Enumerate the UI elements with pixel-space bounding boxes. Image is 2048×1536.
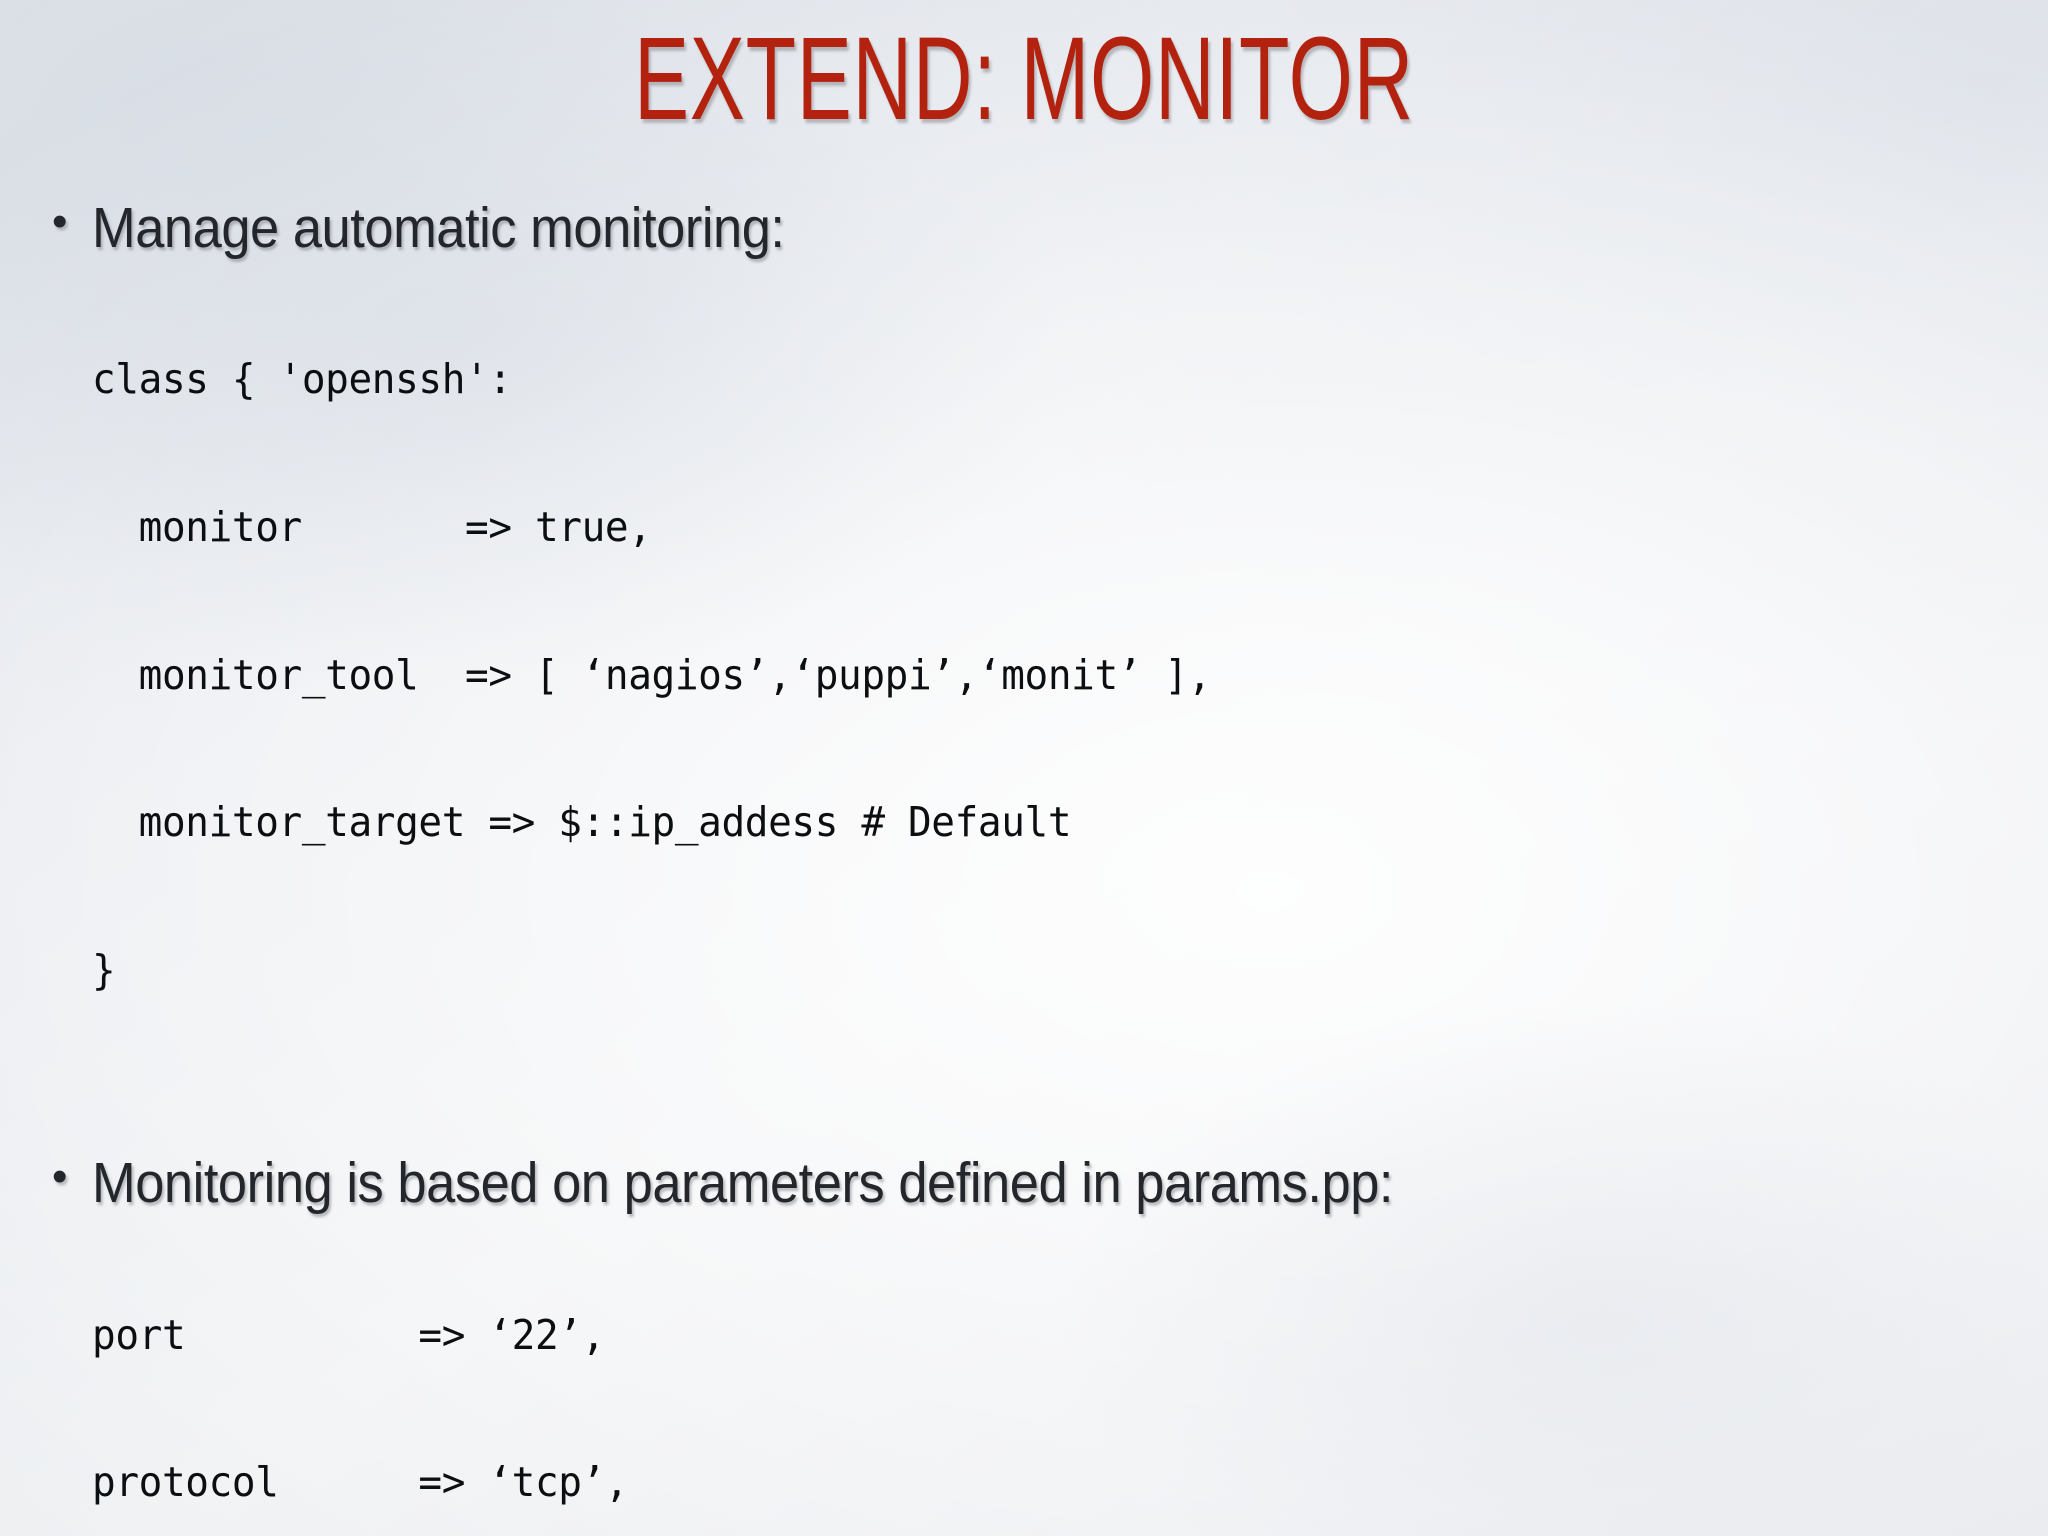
bullet-block-manage-monitoring: • Manage automatic monitoring: class { '… [52, 200, 2012, 1093]
spacer [52, 1093, 2012, 1155]
code-block-params-pp: port => ‘22’, protocol => ‘tcp’, service… [92, 1212, 1935, 1536]
code-block-openssh-class: class { 'openssh': monitor => true, moni… [92, 257, 1935, 1093]
bullet-label: Monitoring is based on parameters define… [92, 1151, 1394, 1216]
slide-body: • Manage automatic monitoring: class { '… [52, 200, 2012, 1536]
bullet-dot-icon: • [52, 197, 67, 246]
code-line: } [92, 945, 116, 994]
bullet-dot-icon: • [52, 1152, 67, 1202]
bullet-block-params: • Monitoring is based on parameters defi… [52, 1155, 2012, 1536]
slide-title: EXTEND: MONITOR [634, 13, 1414, 145]
bullet-label: Manage automatic monitoring: [92, 196, 785, 260]
code-line: monitor_target => $::ip_addess # Default [92, 798, 1072, 847]
bullet-item: • Monitoring is based on parameters defi… [52, 1155, 2012, 1212]
code-line: monitor => true, [92, 502, 652, 551]
code-line: port => ‘22’, [92, 1310, 605, 1359]
code-line: class { 'openssh': [92, 355, 512, 404]
code-line: protocol => ‘tcp’, [92, 1458, 629, 1507]
code-line: monitor_tool => [ ‘nagios’,‘puppi’,‘moni… [92, 650, 1212, 699]
bullet-item: • Manage automatic monitoring: [52, 200, 2012, 257]
